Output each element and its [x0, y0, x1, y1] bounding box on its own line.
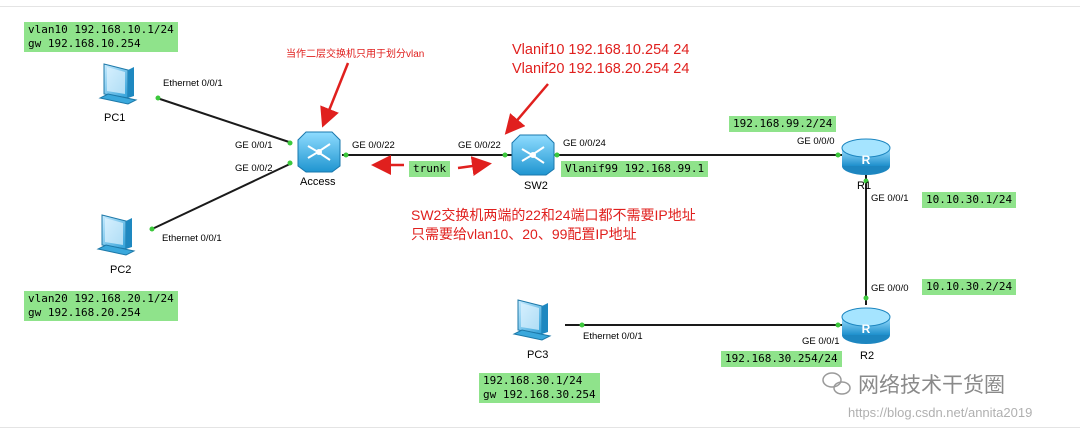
port-dot	[502, 152, 508, 158]
pc1-icon[interactable]	[98, 63, 138, 105]
wechat-watermark: 网络技术干货圈	[858, 374, 1005, 397]
port-dot	[863, 295, 869, 301]
port-dot	[149, 226, 155, 232]
sw2-note-line2: 只需要给vlan10、20、99配置IP地址	[411, 226, 637, 242]
links	[149, 97, 867, 326]
sw2-ge22-label: GE 0/0/22	[458, 140, 501, 151]
pc3-label: PC3	[527, 349, 549, 361]
pc3-eth-label: Ethernet 0/0/1	[583, 331, 643, 342]
r2-label: R2	[860, 350, 875, 362]
svg-text:R: R	[862, 322, 871, 336]
r1-ip-box: 192.168.99.2/24	[729, 116, 837, 132]
r1-ge1-label: GE 0/0/1	[871, 193, 909, 204]
arrow-trunk-right	[457, 156, 492, 176]
port-dot	[343, 152, 349, 158]
port-dot	[287, 140, 293, 146]
link-pc2-access	[149, 162, 293, 231]
port-dots	[149, 95, 869, 328]
access-ge22-label: GE 0/0/22	[352, 140, 395, 151]
vlanif10-note: Vlanif10 192.168.10.254 24	[512, 42, 690, 58]
pc2-label: PC2	[110, 264, 132, 276]
access-ge2-label: GE 0/0/2	[235, 163, 273, 174]
access-note: 当作二层交换机只用于划分vlan	[286, 49, 425, 60]
r2-g000-box: 10.10.30.2/24	[922, 279, 1017, 295]
port-dot	[155, 95, 161, 101]
access-switch-icon[interactable]	[297, 131, 341, 173]
pc3-ip-box: 192.168.30.1/24 gw 192.168.30.254	[479, 373, 600, 403]
port-dot	[579, 322, 585, 328]
pc1-ip-box: vlan10 192.168.10.1/24 gw 192.168.10.254	[24, 22, 178, 52]
r1-router-icon[interactable]: R	[841, 138, 891, 175]
sw2-vlanif99-box: Vlanif99 192.168.99.1	[561, 161, 709, 177]
pc1-label: PC1	[104, 112, 126, 124]
access-ge1-label: GE 0/0/1	[235, 140, 273, 151]
trunk-box: trunk	[409, 161, 451, 177]
r1-g001-box: 10.10.30.1/24	[922, 192, 1017, 208]
r2-ge0-label: GE 0/0/0	[871, 283, 909, 294]
pc1-eth-label: Ethernet 0/0/1	[163, 78, 223, 89]
bottom-border	[0, 427, 1080, 432]
pc3-icon[interactable]	[512, 299, 552, 341]
wechat-icon	[822, 372, 851, 395]
arrow-to-access	[320, 62, 350, 128]
sw2-ge24-label: GE 0/0/24	[563, 138, 606, 149]
port-dot	[863, 178, 869, 184]
r2-ge1-label: GE 0/0/1	[802, 336, 840, 347]
port-dot	[835, 152, 841, 158]
pc2-icon[interactable]	[96, 214, 136, 256]
r2-g001-box: 192.168.30.254/24	[721, 351, 842, 367]
port-dot	[554, 152, 560, 158]
vlanif20-note: Vlanif20 192.168.20.254 24	[512, 61, 690, 77]
svg-text:R: R	[862, 153, 871, 167]
port-dot	[287, 160, 293, 166]
pc2-ip-box: vlan20 192.168.20.1/24 gw 192.168.20.254	[24, 291, 178, 321]
access-label: Access	[300, 176, 336, 188]
r2-router-icon[interactable]: R	[841, 307, 891, 344]
url-watermark: https://blog.csdn.net/annita2019	[848, 405, 1033, 420]
top-border	[0, 0, 1080, 7]
r1-ge0-label: GE 0/0/0	[797, 136, 835, 147]
sw2-switch-icon[interactable]	[511, 134, 555, 176]
r1-label: R1	[857, 180, 872, 192]
port-dot	[835, 322, 841, 328]
annotation-arrows	[320, 62, 549, 176]
pc2-eth-label: Ethernet 0/0/1	[162, 233, 222, 244]
sw2-note-line1: SW2交换机两端的22和24端口都不需要IP地址	[411, 207, 696, 223]
arrow-to-sw2	[504, 83, 549, 135]
sw2-label: SW2	[524, 180, 548, 192]
link-pc1-access	[156, 97, 293, 144]
